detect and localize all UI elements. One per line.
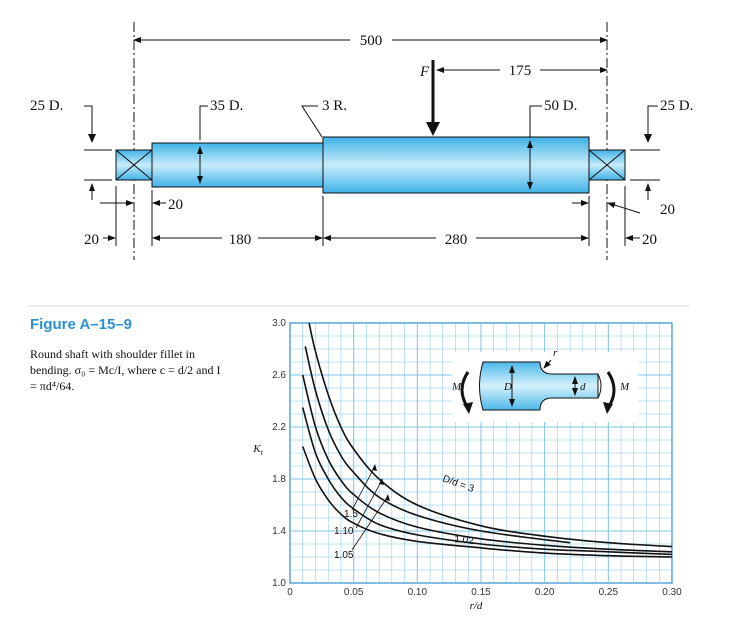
dim-right-bearing-width: 20 — [642, 232, 657, 248]
series-label-1-02: 1.02 — [454, 534, 475, 547]
left-end-dia-label: 25 D. — [30, 98, 63, 114]
y-tick-label: 1.4 — [272, 526, 286, 537]
left-bearing-cross-b — [115, 149, 153, 181]
inset-M-right: M — [619, 381, 630, 393]
y-tick-labels: 1.0 1.4 1.8 2.2 2.6 3.0 — [272, 318, 286, 589]
leader-1-5 — [351, 465, 376, 511]
step-dia-leader — [199, 105, 208, 140]
right-end-dia-leader-head — [644, 134, 652, 143]
y-tick-label: 2.2 — [272, 422, 286, 433]
leader-1-10 — [355, 479, 383, 529]
x-tick-label: 0.15 — [471, 587, 491, 598]
y-tick-label: 2.6 — [272, 370, 286, 381]
inset-r-label: r — [553, 347, 558, 359]
dim-left-bearing-width: 20 — [84, 232, 99, 248]
y-tick-label: 1.0 — [272, 578, 286, 589]
center-dia-label: 50 D. — [544, 98, 577, 114]
series-line-3 — [301, 407, 673, 556]
series-label-1-5: 1.5 — [344, 509, 358, 520]
inset-M-left: M — [451, 381, 462, 393]
x-tick-label: 0 — [287, 587, 293, 598]
dim-left-shoulder: 20 — [168, 197, 183, 213]
dim-500: 500 — [360, 33, 383, 49]
inset-d-label: d — [580, 381, 586, 393]
left-end-dia-leader-head — [88, 134, 96, 143]
left-end-dia-leader — [84, 105, 93, 142]
right-end-dia-leader — [647, 105, 658, 142]
dim-175: 175 — [509, 63, 532, 79]
figure-caption: Round shaft with shoulder fillet in bend… — [30, 347, 221, 393]
inset-shaft-diagram: D d r M M — [451, 347, 638, 422]
series-line-0 — [308, 322, 673, 548]
dim-280: 280 — [445, 232, 468, 248]
x-tick-label: 0.30 — [662, 587, 682, 598]
y-tick-label: 3.0 — [272, 318, 286, 329]
inset-D-label: D — [503, 381, 512, 393]
inset-right-moment-head — [603, 402, 613, 414]
dim-right-shoulder-arrow-b — [607, 202, 641, 214]
x-tick-label: 0.25 — [599, 587, 619, 598]
series-line-1 — [304, 346, 571, 544]
figure-label: Figure A–15–9 — [30, 316, 132, 333]
inset-shaft-end — [597, 373, 602, 399]
load-label: F — [419, 64, 430, 80]
inset-r-leader — [543, 359, 552, 369]
leader-1-05-head — [385, 494, 390, 501]
series-line-4 — [301, 446, 673, 558]
chart-series — [301, 322, 673, 558]
step-dia-label: 35 D. — [210, 98, 243, 114]
inset-left-moment-head — [463, 402, 473, 414]
right-end-dia-label: 25 D. — [660, 98, 693, 114]
shaft-drawing: 500 F 175 25 D. 35 D. 3 R. 50 D. 2 — [30, 22, 693, 260]
leader-1-5-head — [372, 464, 377, 471]
leader-1-05 — [351, 495, 389, 551]
x-tick-label: 0.05 — [344, 587, 364, 598]
section-35 — [151, 142, 324, 188]
x-tick-label: 0.10 — [408, 587, 428, 598]
dim-right-shoulder: 20 — [660, 202, 675, 218]
right-bearing-cross-b — [588, 149, 626, 181]
y-axis-label: Kt — [252, 443, 263, 457]
x-axis-label: r/d — [470, 600, 483, 612]
center-dia-leader — [529, 105, 542, 138]
x-tick-labels: 0 0.05 0.10 0.15 0.20 0.25 0.30 — [287, 587, 682, 598]
y-tick-label: 1.8 — [272, 474, 286, 485]
fillet-radius-label: 3 R. — [322, 98, 347, 114]
fillet-radius-leader — [301, 105, 323, 138]
series-line-2 — [301, 374, 673, 553]
series-label-1-05: 1.05 — [334, 550, 354, 561]
dim-180: 180 — [229, 232, 252, 248]
series-label-1-10: 1.10 — [334, 526, 354, 537]
kt-chart: 0 0.05 0.10 0.15 0.20 0.25 0.30 1.0 1.4 1.8 2.2 2.… — [252, 318, 682, 612]
load-arrow-head — [426, 122, 440, 136]
leader-1-10-head — [379, 478, 384, 485]
section-50 — [322, 136, 590, 194]
x-tick-label: 0.20 — [535, 587, 555, 598]
